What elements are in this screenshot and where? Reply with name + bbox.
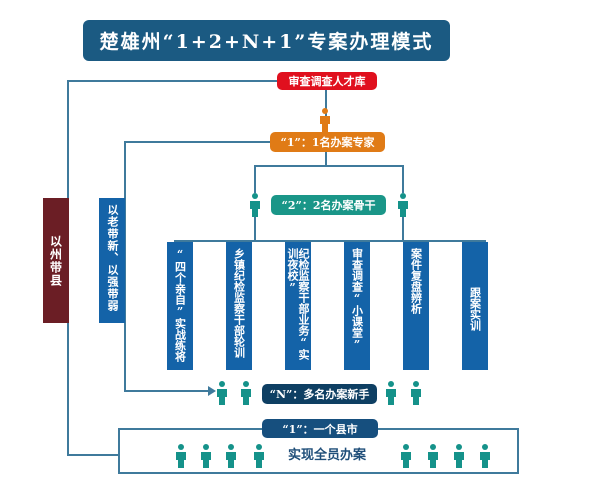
- method-column: 纪检监察干部业务“实训夜校”: [285, 242, 311, 370]
- old-leads-new-label: 以老带新、以强带弱: [99, 198, 125, 323]
- novice-person-icon: [411, 381, 421, 405]
- connector-backbone-left: [254, 165, 256, 193]
- connector-talent-to-expert: [325, 88, 327, 120]
- staff-person-icon: [226, 444, 236, 468]
- staff-person-icon: [176, 444, 186, 468]
- novice-person-icon: [241, 381, 251, 405]
- connector-backbone-to-methods: [254, 230, 256, 241]
- arrow-head-icon: [208, 386, 216, 396]
- talent-pool-node: 审查调查人才库: [277, 72, 377, 90]
- expert-person-icon: [320, 108, 330, 132]
- connector-backbone-right: [402, 165, 404, 193]
- connector-mid-left: [124, 141, 126, 391]
- connector-expert-down: [325, 151, 327, 166]
- method-column: 审查调查“小课堂”: [344, 242, 370, 370]
- method-column: 乡镇纪检监察干部轮训: [226, 242, 252, 370]
- connector-backbone-right-down: [402, 217, 404, 231]
- connector-backbone-left-down: [254, 217, 256, 231]
- state-leads-county-label: 以州带县: [43, 198, 69, 323]
- connector-outer-bottom: [67, 454, 119, 456]
- connector-backbone-bar: [254, 165, 404, 167]
- staff-person-icon: [201, 444, 211, 468]
- method-column: 案件复盘辨析: [403, 242, 429, 370]
- staff-person-icon: [480, 444, 490, 468]
- backbone-person-icon-right: [398, 193, 408, 217]
- novice-person-icon: [386, 381, 396, 405]
- staff-person-icon: [454, 444, 464, 468]
- diagram-title: 楚雄州“1+2+N+1”专案办理模式: [83, 20, 450, 61]
- backbone-person-icon-left: [250, 193, 260, 217]
- novices-node: “N”：多名办案新手: [262, 384, 377, 404]
- method-column: 跟案实训: [462, 242, 488, 370]
- backbone-node: “2”：2名办案骨干: [271, 195, 386, 215]
- staff-person-icon: [401, 444, 411, 468]
- county-node: “1”：一个县市: [262, 419, 378, 438]
- connector-outer-top: [67, 80, 277, 82]
- staff-person-icon: [254, 444, 264, 468]
- connector-mid-bottom: [124, 390, 210, 392]
- staff-person-icon: [428, 444, 438, 468]
- connector-methods-bar: [174, 240, 486, 242]
- novice-person-icon: [217, 381, 227, 405]
- all-staff-label: 实现全员办案: [288, 448, 367, 463]
- expert-node: “1”：1名办案专家: [270, 132, 385, 152]
- method-column: “四个亲自”实战练将: [167, 242, 193, 370]
- connector-backbone-to-methods-r: [402, 230, 404, 241]
- connector-mid-top: [124, 141, 270, 143]
